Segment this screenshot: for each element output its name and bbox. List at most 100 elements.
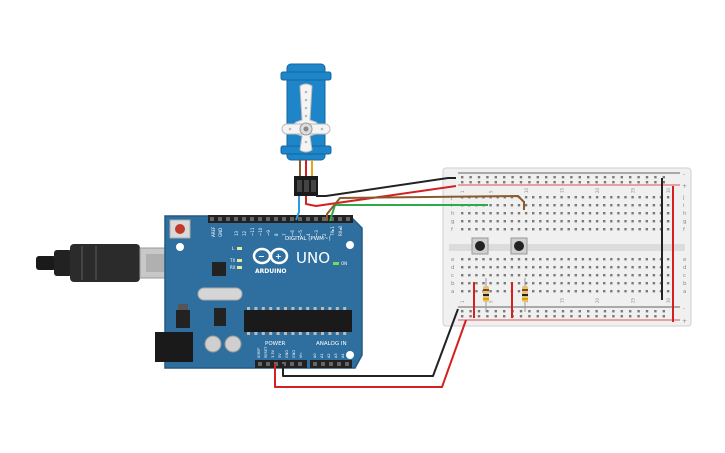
breadboard-hole[interactable] (561, 176, 565, 179)
breadboard-hole[interactable] (617, 258, 620, 261)
breadboard-hole[interactable] (553, 258, 556, 261)
breadboard-hole[interactable] (652, 274, 656, 277)
breadboard-hole[interactable] (519, 310, 523, 313)
breadboard-hole[interactable] (567, 266, 570, 269)
breadboard-hole[interactable] (489, 282, 492, 285)
header-hole[interactable] (346, 217, 350, 221)
header-hole[interactable] (329, 362, 333, 366)
breadboard-hole[interactable] (578, 181, 581, 184)
breadboard-hole[interactable] (645, 315, 649, 318)
breadboard-hole[interactable] (617, 220, 620, 223)
breadboard-hole[interactable] (532, 258, 535, 261)
breadboard-hole[interactable] (546, 266, 549, 269)
breadboard-hole[interactable] (603, 196, 606, 199)
breadboard-hole[interactable] (510, 266, 514, 269)
breadboard-hole[interactable] (603, 181, 607, 184)
breadboard-hole[interactable] (581, 204, 585, 207)
breadboard-hole[interactable] (638, 282, 641, 285)
breadboard-hole[interactable] (588, 228, 592, 231)
breadboard-hole[interactable] (524, 266, 528, 269)
breadboard-hole[interactable] (595, 274, 599, 277)
breadboard-hole[interactable] (629, 176, 632, 179)
breadboard-hole[interactable] (581, 228, 585, 231)
breadboard-hole[interactable] (610, 212, 613, 215)
breadboard-hole[interactable] (662, 181, 665, 184)
breadboard-hole[interactable] (595, 176, 598, 179)
breadboard-hole[interactable] (468, 212, 471, 215)
breadboard-hole[interactable] (610, 266, 613, 269)
breadboard-hole[interactable] (510, 258, 514, 261)
breadboard-hole[interactable] (631, 204, 634, 207)
breadboard-hole[interactable] (574, 282, 577, 285)
breadboard-hole[interactable] (588, 282, 592, 285)
breadboard-hole[interactable] (595, 315, 598, 318)
breadboard-hole[interactable] (581, 258, 585, 261)
breadboard-hole[interactable] (461, 228, 464, 231)
header-hole[interactable] (337, 362, 341, 366)
breadboard-hole[interactable] (587, 181, 590, 184)
breadboard-hole[interactable] (524, 212, 528, 215)
breadboard-hole[interactable] (620, 181, 623, 184)
breadboard-hole[interactable] (532, 228, 535, 231)
breadboard-hole[interactable] (539, 204, 542, 207)
breadboard-hole[interactable] (645, 176, 649, 179)
breadboard-hole[interactable] (629, 315, 632, 318)
header-hole[interactable] (258, 217, 262, 221)
breadboard-hole[interactable] (574, 274, 577, 277)
breadboard-hole[interactable] (574, 258, 577, 261)
breadboard-hole[interactable] (489, 204, 492, 207)
breadboard-hole[interactable] (496, 220, 499, 223)
breadboard-hole[interactable] (666, 212, 670, 215)
breadboard-hole[interactable] (503, 315, 506, 318)
breadboard-hole[interactable] (536, 315, 539, 318)
breadboard-hole[interactable] (517, 204, 521, 207)
breadboard-hole[interactable] (524, 282, 528, 285)
breadboard-hole[interactable] (524, 196, 528, 199)
breadboard-hole[interactable] (612, 315, 615, 318)
breadboard-hole[interactable] (581, 274, 585, 277)
breadboard-hole[interactable] (528, 315, 531, 318)
breadboard-hole[interactable] (539, 258, 542, 261)
breadboard-hole[interactable] (617, 212, 620, 215)
breadboard-hole[interactable] (539, 282, 542, 285)
breadboard-hole[interactable] (610, 258, 613, 261)
header-hole[interactable] (258, 362, 262, 366)
breadboard-hole[interactable] (645, 290, 648, 293)
breadboard-hole[interactable] (567, 290, 570, 293)
breadboard-hole[interactable] (595, 204, 599, 207)
breadboard-hole[interactable] (496, 282, 499, 285)
breadboard-hole[interactable] (524, 220, 528, 223)
breadboard-hole[interactable] (617, 282, 620, 285)
breadboard-hole[interactable] (645, 282, 648, 285)
breadboard-hole[interactable] (517, 228, 521, 231)
breadboard-hole[interactable] (461, 266, 464, 269)
breadboard-hole[interactable] (528, 181, 531, 184)
breadboard-hole[interactable] (475, 282, 478, 285)
breadboard-hole[interactable] (620, 176, 623, 179)
digital-header[interactable] (208, 215, 353, 223)
breadboard-hole[interactable] (570, 315, 573, 318)
breadboard-hole[interactable] (560, 228, 563, 231)
breadboard-hole[interactable] (631, 282, 634, 285)
breadboard-hole[interactable] (532, 266, 535, 269)
header-hole[interactable] (298, 217, 302, 221)
header-hole[interactable] (290, 362, 294, 366)
breadboard-hole[interactable] (503, 310, 506, 313)
breadboard-hole[interactable] (503, 258, 506, 261)
breadboard-hole[interactable] (567, 212, 570, 215)
breadboard-hole[interactable] (637, 176, 640, 179)
header-hole[interactable] (226, 217, 230, 221)
breadboard-hole[interactable] (519, 315, 523, 318)
breadboard-hole[interactable] (482, 282, 485, 285)
breadboard-hole[interactable] (503, 204, 506, 207)
breadboard-hole[interactable] (553, 228, 556, 231)
breadboard-hole[interactable] (496, 212, 499, 215)
breadboard-hole[interactable] (496, 266, 499, 269)
breadboard-hole[interactable] (561, 315, 565, 318)
breadboard-hole[interactable] (475, 258, 478, 261)
breadboard-hole[interactable] (486, 315, 489, 318)
breadboard-hole[interactable] (595, 212, 599, 215)
breadboard-hole[interactable] (652, 266, 656, 269)
breadboard-hole[interactable] (588, 212, 592, 215)
breadboard-hole[interactable] (546, 212, 549, 215)
